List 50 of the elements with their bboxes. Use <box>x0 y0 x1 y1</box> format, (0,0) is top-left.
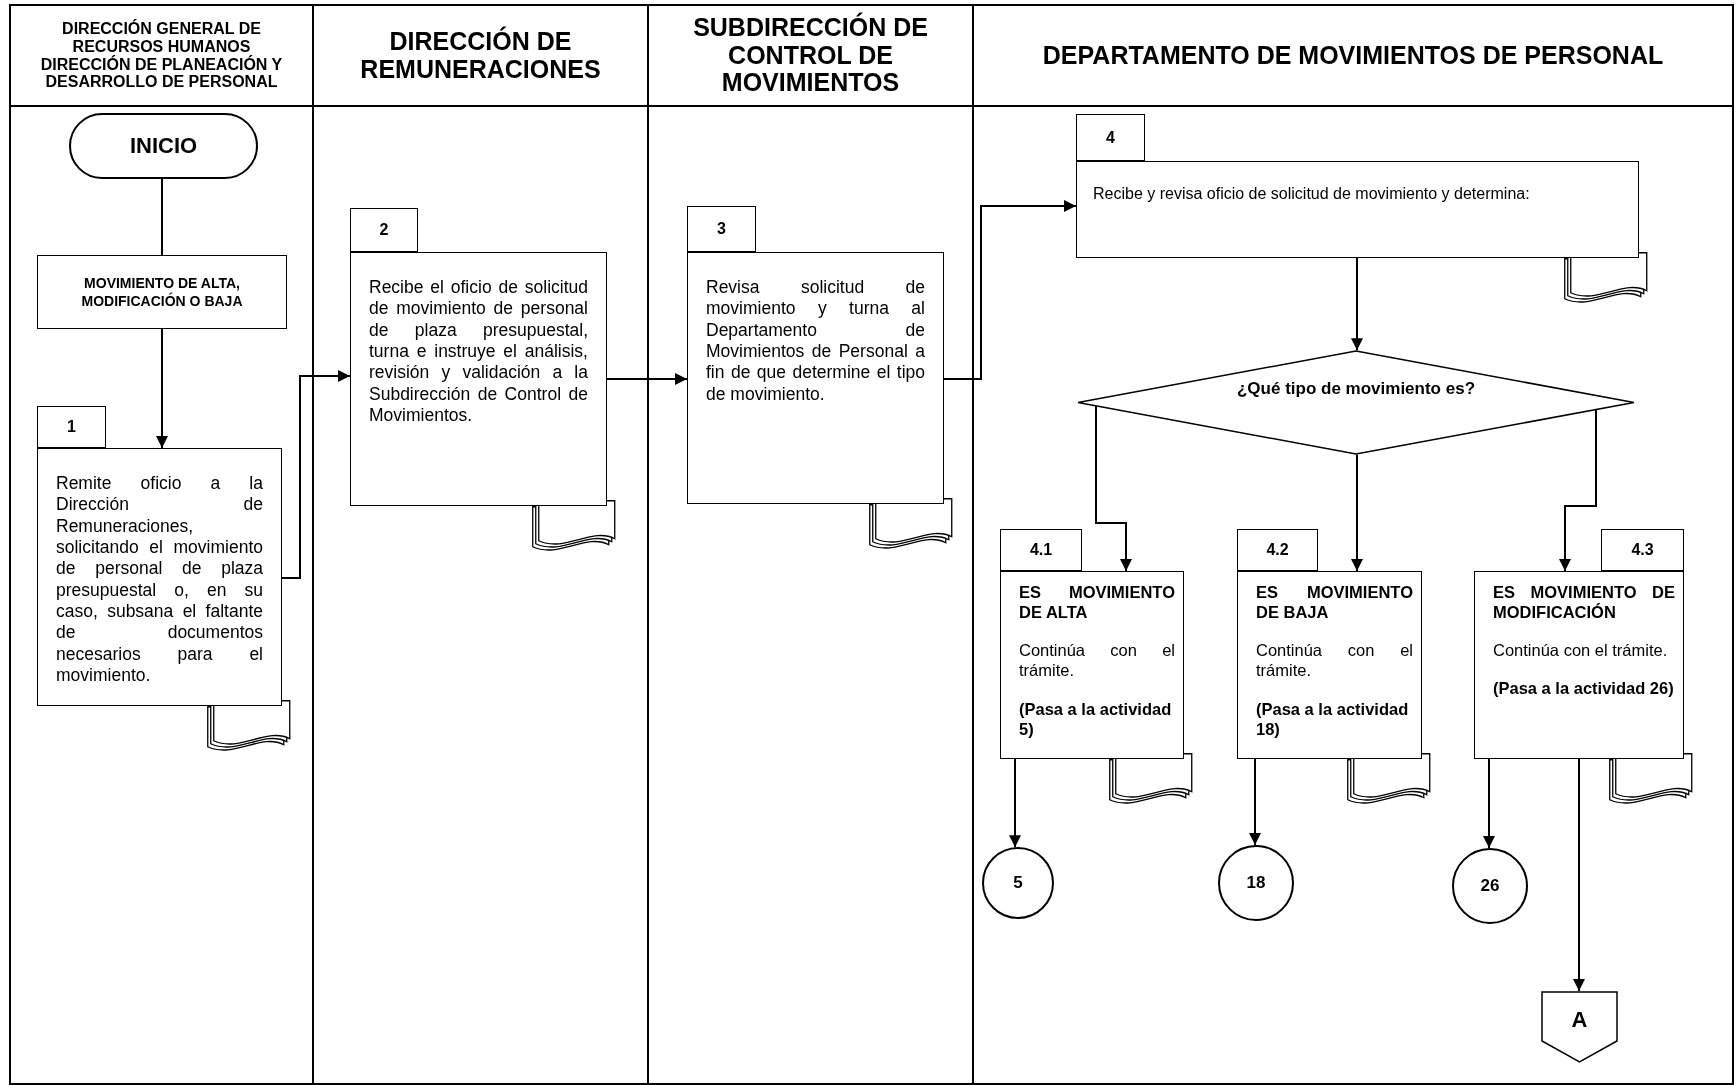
connector-number: 5 <box>1013 873 1023 893</box>
arrow <box>1009 758 1021 849</box>
lane-header: DIRECCIÓN DE REMUNERACIONES <box>359 28 602 83</box>
step-description: Continúa con el trámite. <box>1256 640 1413 681</box>
lane-header: DIRECCIÓN DE PLANEACIÓN Y DESARROLLO DE PERSONAL <box>39 55 284 91</box>
arrow <box>943 200 1077 380</box>
case-title: ES MOVIMIENTO DE MODIFICACIÓN <box>1493 582 1675 623</box>
process-box <box>37 255 287 329</box>
step-description: Recibe y revisa oficio de solicitud de movimiento y determina: <box>1093 184 1531 204</box>
arrow <box>1351 257 1363 352</box>
connector-number: 26 <box>1480 876 1500 896</box>
arrow <box>1249 758 1261 846</box>
swimlane <box>312 4 647 1085</box>
decision-question: ¿Qué tipo de movimiento es? <box>1236 378 1476 399</box>
step-description: Continúa con el trámite. <box>1493 640 1669 661</box>
arrow <box>1351 453 1363 572</box>
arrow <box>156 328 168 449</box>
connector-letter: A <box>1570 1007 1589 1033</box>
connector-line <box>161 178 163 256</box>
box-text: MOVIMIENTO DE ALTA, MODIFICACIÓN O BAJA <box>80 273 244 311</box>
arrow <box>1559 408 1597 572</box>
lane-header: DIRECCIÓN GENERAL DE RECURSOS HUMANOS <box>61 20 262 55</box>
step-number-tab: 3 <box>687 206 756 252</box>
connector-number: 18 <box>1246 873 1266 893</box>
next-activity-note: (Pasa a la actividad 26) <box>1493 678 1675 699</box>
lane-header: SUBDIRECCIÓN DE CONTROL DE MOVIMIENTOS <box>692 14 929 97</box>
step-description: Continúa con el trámite. <box>1019 640 1175 681</box>
step-number-tab: 4.1 <box>1000 529 1082 571</box>
step-description: Recibe el oficio de solicitud de movimiento de personal de plaza presupuestal, turna e instruye el análisis, revisión y validación a la Subdirección de Control de Movimientos. <box>369 277 588 427</box>
step-number-tab: 4.3 <box>1601 529 1684 571</box>
swimlane <box>9 4 312 1085</box>
arrow <box>606 373 688 385</box>
terminal-label: INICIO <box>129 133 198 159</box>
next-activity-note: (Pasa a la actividad 18) <box>1256 698 1410 739</box>
step-number-tab: 2 <box>350 208 418 252</box>
swimlane <box>972 4 1734 1085</box>
arrow <box>1573 758 1585 992</box>
step-number-tab: 4 <box>1076 114 1145 161</box>
swimlane <box>647 4 972 1085</box>
case-title: ES MOVIMIENTO DE BAJA <box>1256 582 1413 623</box>
step-description: Remite oficio a la Dirección de Remuneraciones, solicitando el movimiento de personal de plaza presupuestal o, en su caso, subsana el faltante de documentos necesarios para el movimiento. <box>56 473 263 687</box>
arrow <box>281 370 351 579</box>
step-number-tab: 1 <box>37 406 106 448</box>
lane-header: DEPARTAMENTO DE MOVIMIENTOS DE PERSONAL <box>1041 41 1665 70</box>
step-number-tab: 4.2 <box>1237 529 1318 571</box>
step-description: Revisa solicitud de movimiento y turna al Departamento de Movimientos de Personal a fin de que determine el tipo de movimiento. <box>706 277 925 406</box>
next-activity-note: (Pasa a la actividad 5) <box>1019 698 1173 739</box>
arrow <box>1095 405 1132 572</box>
arrow <box>1483 758 1495 849</box>
case-title: ES MOVIMIENTO DE ALTA <box>1019 582 1175 623</box>
